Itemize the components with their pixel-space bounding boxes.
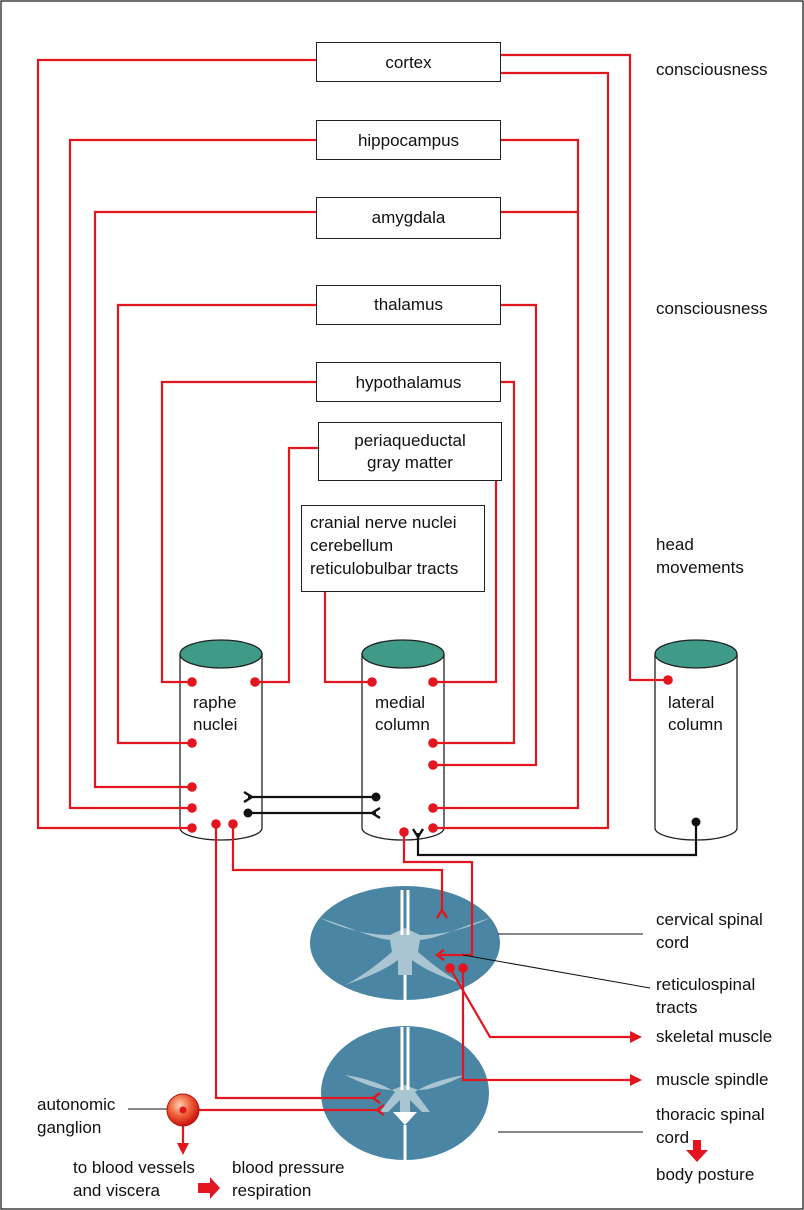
cranial-nerve-box: cranial nerve nuclei cerebellum reticulo… <box>301 505 485 592</box>
head-movements-label-1: head <box>656 535 694 554</box>
muscle-spindle-label: muscle spindle <box>656 1070 769 1089</box>
blood-pressure-label-1: blood pressure <box>232 1158 345 1177</box>
consciousness-label-1: consciousness <box>656 60 768 79</box>
cervical-label-2: cord <box>656 933 690 952</box>
thoracic-label-2: cord <box>656 1128 690 1147</box>
origin-dots <box>187 675 673 973</box>
blood-vessels-label-1: to blood vessels <box>73 1158 195 1177</box>
cervical-label-1: cervical spinal <box>656 910 763 929</box>
blood-vessels-label-2: and viscera <box>73 1181 160 1200</box>
thoracic-label-1: thoracic spinal <box>656 1105 765 1124</box>
thoracic-cord-section <box>321 1026 489 1160</box>
body-posture-label: body posture <box>656 1165 755 1184</box>
hypothalamus-box: hypothalamus <box>316 362 501 402</box>
lateral-label-1: lateral <box>668 693 715 712</box>
periaqueductal-box: periaqueductal gray matter <box>318 422 502 481</box>
consciousness-label-2: consciousness <box>656 299 768 318</box>
cranial-label-3: reticulobulbar tracts <box>310 559 459 578</box>
cranial-label-2: cerebellum <box>310 536 394 555</box>
hypothalamus-label: hypothalamus <box>355 373 462 392</box>
medial-column-cylinder <box>361 639 445 841</box>
raphe-label-1: raphe <box>193 693 237 712</box>
skeletal-muscle-label: skeletal muscle <box>656 1027 773 1046</box>
periaqueductal-label-1: periaqueductal <box>354 431 466 450</box>
arrowheads <box>177 1031 708 1199</box>
medial-label-2: column <box>375 715 430 734</box>
pathway-lines <box>36 53 668 1145</box>
periaqueductal-label-2: gray matter <box>367 453 453 472</box>
thalamus-label: thalamus <box>374 295 443 314</box>
lateral-label-2: column <box>668 715 723 734</box>
blood-pressure-label-2: respiration <box>232 1181 312 1200</box>
amygdala-box: amygdala <box>316 197 501 239</box>
lateral-column-cylinder <box>654 639 738 841</box>
hippocampus-box: hippocampus <box>316 120 501 160</box>
connector-lines <box>128 795 698 1133</box>
cranial-label-1: cranial nerve nuclei <box>310 513 457 532</box>
autonomic-label-2: ganglion <box>37 1118 102 1137</box>
raphe-nuclei-cylinder <box>179 639 263 841</box>
arrow-bp <box>198 1177 220 1199</box>
hippocampus-label: hippocampus <box>357 131 460 150</box>
arrow-posture <box>686 1140 708 1162</box>
medial-label-1: medial <box>375 693 426 712</box>
reticulospinal-label-1: reticulospinal <box>656 975 756 994</box>
cortex-label: cortex <box>385 53 432 72</box>
cortex-box: cortex <box>316 42 501 82</box>
reticulospinal-label-2: tracts <box>656 998 698 1017</box>
head-movements-label-2: movements <box>656 558 744 577</box>
autonomic-label-1: autonomic <box>37 1095 116 1114</box>
connector-marks <box>243 790 701 840</box>
thalamus-box: thalamus <box>316 285 501 325</box>
raphe-label-2: nuclei <box>193 715 238 734</box>
amygdala-label: amygdala <box>371 208 446 227</box>
